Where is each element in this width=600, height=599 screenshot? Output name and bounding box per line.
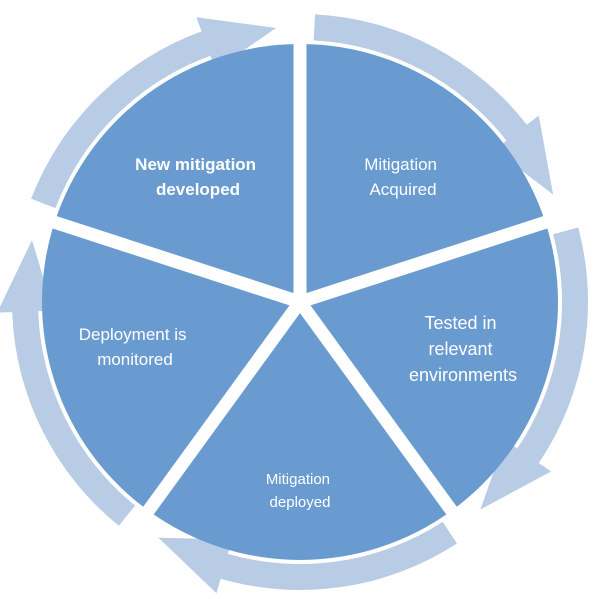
stage-label-mitigation-acquired: Mitigation Acquired bbox=[364, 155, 442, 199]
stage-label-mitigation-deployed: Mitigation deployed bbox=[266, 471, 334, 511]
pie-wedges bbox=[42, 43, 558, 560]
stage-label-deployment-is-monitored: Deployment is monitored bbox=[79, 325, 191, 369]
separator-line bbox=[297, 203, 588, 309]
wedge-tested-in-relevant-environments bbox=[148, 302, 452, 560]
wedge-mitigation-acquired bbox=[300, 222, 558, 511]
ring-arrow-tested-in-relevant-environments bbox=[158, 521, 457, 594]
separator-line bbox=[294, 298, 482, 549]
wedge-mitigation-deployed bbox=[42, 222, 300, 511]
stage-label-new-mitigation-developed: New mitigation developed bbox=[135, 155, 261, 199]
center-hub bbox=[292, 294, 308, 310]
ring-arrow-mitigation-deployed bbox=[0, 240, 136, 526]
ring-arrow-mitigation-acquired bbox=[480, 227, 589, 510]
stage-label-tested-in-relevant-environments: Tested in relevant environments bbox=[409, 313, 517, 385]
ring-arrow-new-mitigation-developed bbox=[313, 14, 554, 195]
separator-line bbox=[12, 203, 303, 309]
separator-line bbox=[118, 298, 306, 549]
wedge-separators bbox=[12, 2, 588, 549]
